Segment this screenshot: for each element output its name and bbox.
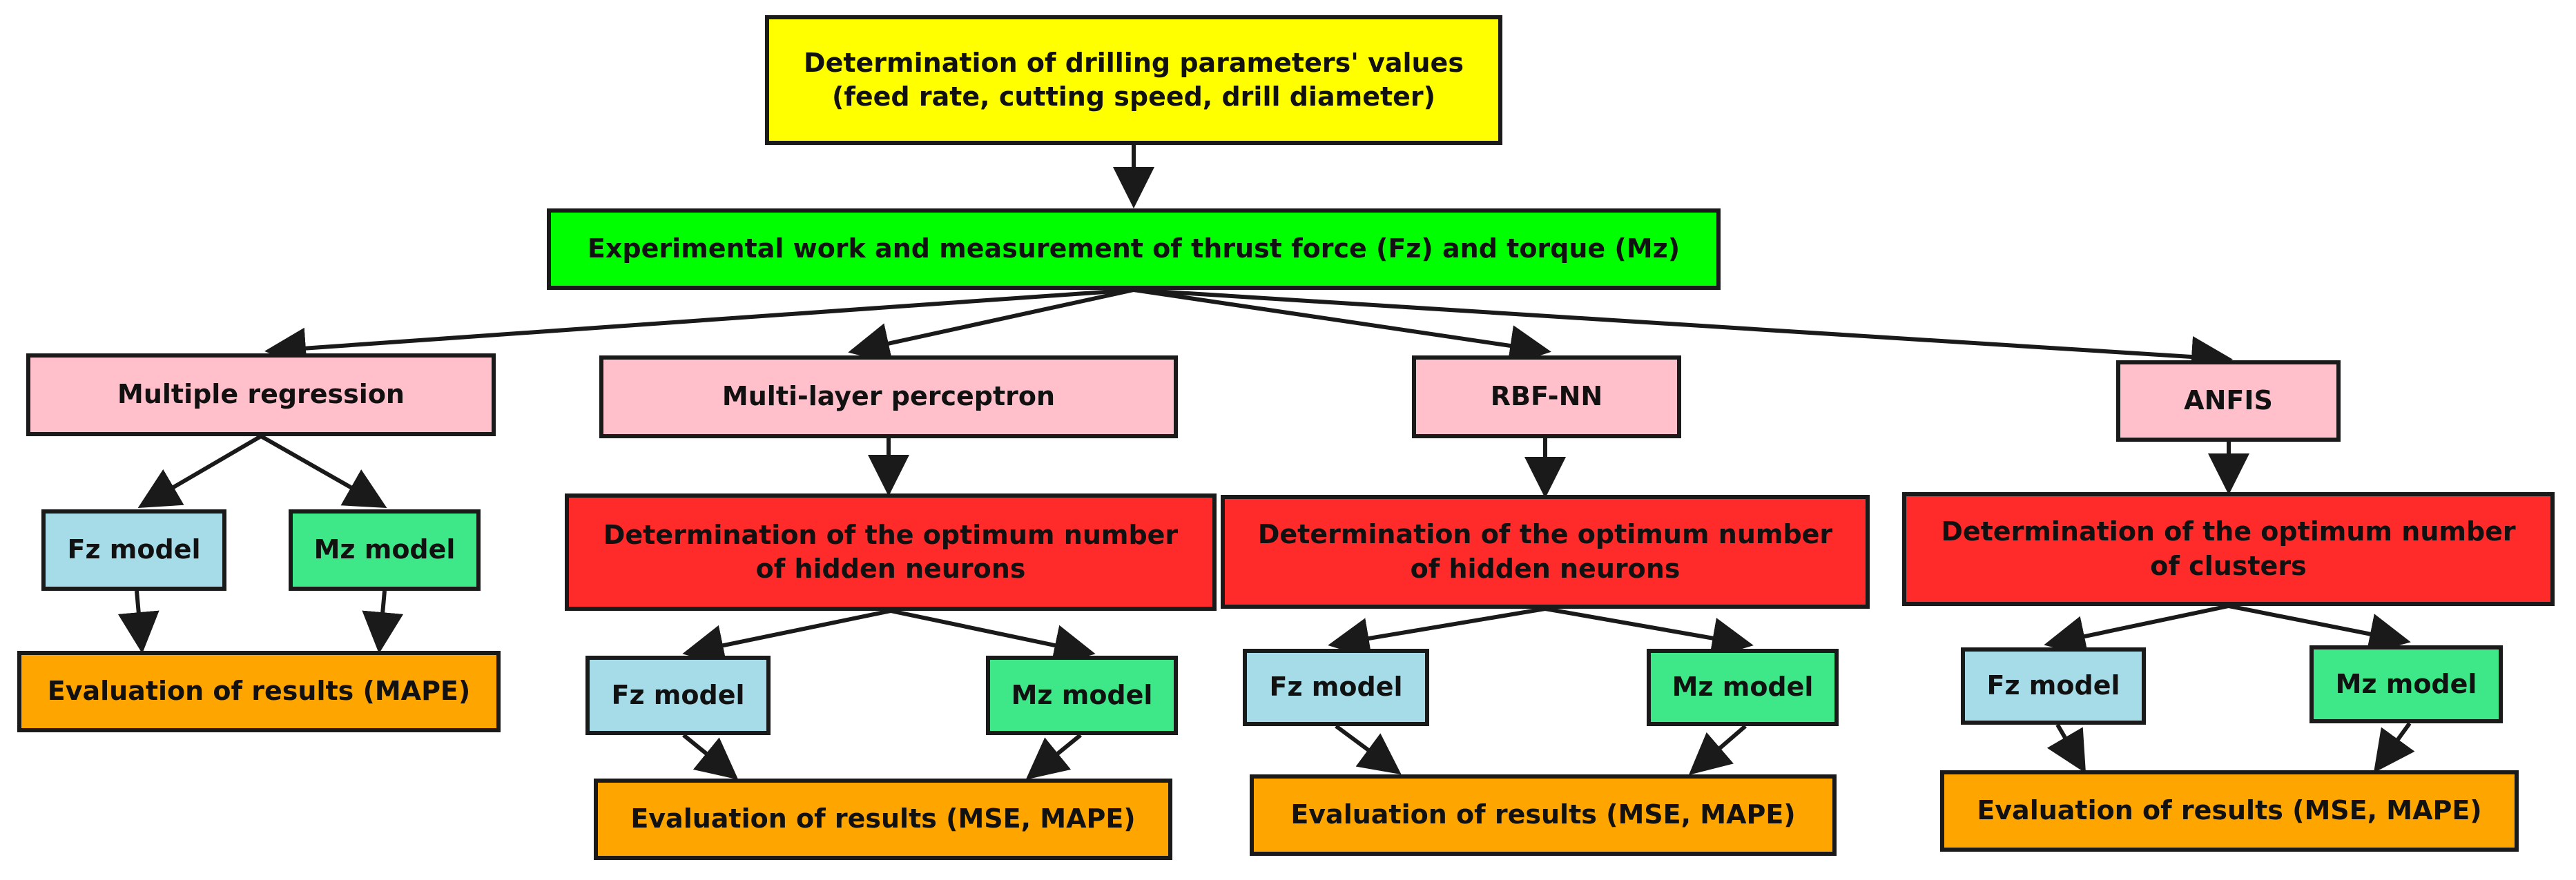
mz-model-label: Mz model <box>1011 679 1153 710</box>
arrow-to-anfis <box>1133 288 2233 378</box>
evaluation-label: Evaluation of results (MSE, MAPE) <box>630 803 1136 834</box>
rbf-evaluation-box: Evaluation of results (MSE, MAPE) <box>1250 774 1837 856</box>
mr-evaluation-box: Evaluation of results (MAPE) <box>17 651 501 732</box>
mr-mz-model-box: Mz model <box>289 509 481 591</box>
arrow-rbf-optimum-to-fz <box>1328 607 1546 659</box>
arrow-mr-to-mz <box>260 434 387 508</box>
evaluation-label: Evaluation of results (MSE, MAPE) <box>1977 795 2482 826</box>
arrow-rbf-optimum-to-mz <box>1544 607 1754 659</box>
method-label: ANFIS <box>2184 385 2273 416</box>
fz-model-label: Fz model <box>67 534 201 565</box>
arrow-rbf-mz-to-eval <box>1688 724 1747 775</box>
experimental-work-box: Experimental work and measurement of thr… <box>547 208 1721 290</box>
fz-model-label: Fz model <box>611 679 745 710</box>
evaluation-label: Evaluation of results (MAPE) <box>47 676 471 707</box>
evaluation-label: Evaluation of results (MSE, MAPE) <box>1290 799 1796 830</box>
method-label: Multi-layer perceptron <box>722 381 1056 412</box>
optimum-line1: Determination of the optimum number <box>1257 519 1833 550</box>
mz-model-label: Mz model <box>313 534 456 565</box>
arrow-mr-mz-to-eval <box>362 590 404 654</box>
experimental-work-label: Experimental work and measurement of thr… <box>587 233 1681 264</box>
rbf-mz-model-box: Mz model <box>1647 649 1839 726</box>
arrow-to-rbf-nn <box>1133 288 1551 366</box>
arrow-to-multiple-regression <box>264 288 1134 369</box>
arrow-anfis-optimum-to-fz <box>2044 604 2229 657</box>
anfis-mz-model-box: Mz model <box>2309 645 2503 723</box>
rbf-optimum-box: Determination of the optimum number of h… <box>1221 495 1870 609</box>
mlp-evaluation-box: Evaluation of results (MSE, MAPE) <box>594 779 1172 860</box>
method-multi-layer-perceptron-box: Multi-layer perceptron <box>599 355 1178 438</box>
drilling-parameters-line1: Determination of drilling parameters' va… <box>804 47 1464 78</box>
drilling-parameters-box: Determination of drilling parameters' va… <box>765 15 1502 145</box>
fz-model-label: Fz model <box>1269 672 1403 703</box>
anfis-optimum-box: Determination of the optimum number of c… <box>1902 492 2555 606</box>
mlp-optimum-box: Determination of the optimum number of h… <box>565 493 1217 611</box>
arrow-to-multi-layer-perceptron <box>848 288 1134 364</box>
method-label: RBF-NN <box>1490 381 1603 412</box>
optimum-line2: of hidden neurons <box>755 554 1026 584</box>
optimum-line1: Determination of the optimum number <box>1941 516 2516 547</box>
fz-model-label: Fz model <box>1986 670 2120 701</box>
arrow-mlp-fz-to-eval <box>682 733 739 780</box>
optimum-line2: of clusters <box>2150 550 2307 581</box>
anfis-evaluation-box: Evaluation of results (MSE, MAPE) <box>1940 770 2519 852</box>
arrow-mr-to-fz <box>137 434 262 509</box>
method-anfis-box: ANFIS <box>2116 360 2341 442</box>
mz-model-label: Mz model <box>2335 668 2477 699</box>
mz-model-label: Mz model <box>1672 672 1814 703</box>
arrow-anfis-optimum-to-mz <box>2228 604 2411 655</box>
method-multiple-regression-box: Multiple regression <box>26 353 496 436</box>
method-label: Multiple regression <box>117 379 405 410</box>
optimum-line2: of hidden neurons <box>1410 553 1681 584</box>
method-rbf-nn-box: RBF-NN <box>1412 355 1681 438</box>
drilling-parameters-line2: (feed rate, cutting speed, drill diamete… <box>831 81 1436 112</box>
mr-fz-model-box: Fz model <box>41 509 226 591</box>
mlp-mz-model-box: Mz model <box>986 656 1178 735</box>
rbf-fz-model-box: Fz model <box>1243 649 1429 726</box>
arrow-mr-fz-to-eval <box>117 590 159 654</box>
arrow-mlp-optimum-to-mz <box>890 609 1096 666</box>
anfis-fz-model-box: Fz model <box>1961 647 2146 725</box>
arrow-anfis-fz-to-eval <box>2046 723 2086 774</box>
arrow-mlp-optimum-to-fz <box>682 609 891 666</box>
optimum-line1: Determination of the optimum number <box>603 519 1179 550</box>
arrow-mlp-mz-to-eval <box>1025 733 1082 780</box>
arrow-anfis-mz-to-eval <box>2373 722 2415 773</box>
mlp-fz-model-box: Fz model <box>585 656 771 735</box>
arrow-rbf-fz-to-eval <box>1335 724 1402 775</box>
